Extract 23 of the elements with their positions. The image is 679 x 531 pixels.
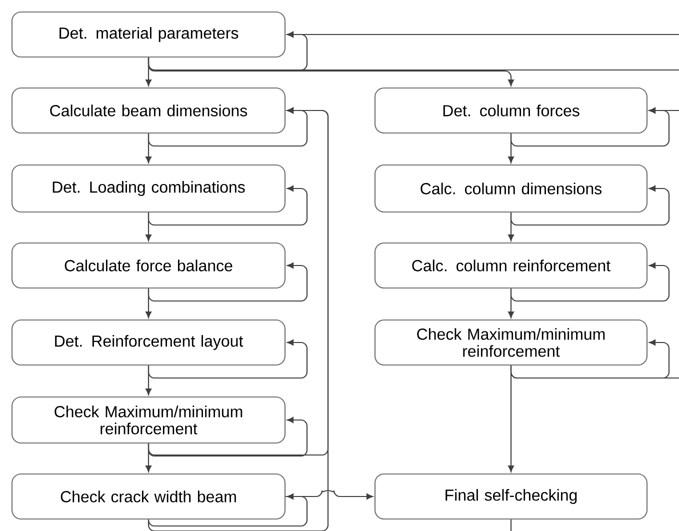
process-box: Check Maximum/minimum reinforcement — [374, 319, 648, 366]
arrow — [148, 107, 329, 531]
arrow — [148, 185, 308, 226]
process-box: Calculate force balance — [11, 242, 286, 289]
process-box: Det. Loading combinations — [11, 164, 286, 213]
arrow — [148, 262, 308, 302]
process-box: Det. material parameters — [11, 11, 286, 58]
arrow — [510, 185, 670, 226]
process-box: Final self-checking — [374, 473, 648, 520]
process-box: Det. column forces — [374, 87, 648, 134]
process-box: Calculate beam dimensions — [11, 87, 286, 134]
process-box: Check Maximum/minimum reinforcement — [11, 396, 286, 444]
process-box: Check crack width beam — [11, 473, 286, 520]
process-box: Det. Reinforcement layout — [11, 319, 286, 366]
arrow — [510, 262, 670, 302]
arrow — [148, 416, 308, 457]
process-box: Calc. column dimensions — [374, 164, 648, 213]
arrow — [286, 31, 679, 38]
arrow — [148, 339, 308, 379]
process-box: Calc. column reinforcement — [374, 242, 648, 289]
arrow — [148, 493, 308, 527]
arrow — [286, 490, 374, 500]
arrow — [648, 107, 679, 114]
